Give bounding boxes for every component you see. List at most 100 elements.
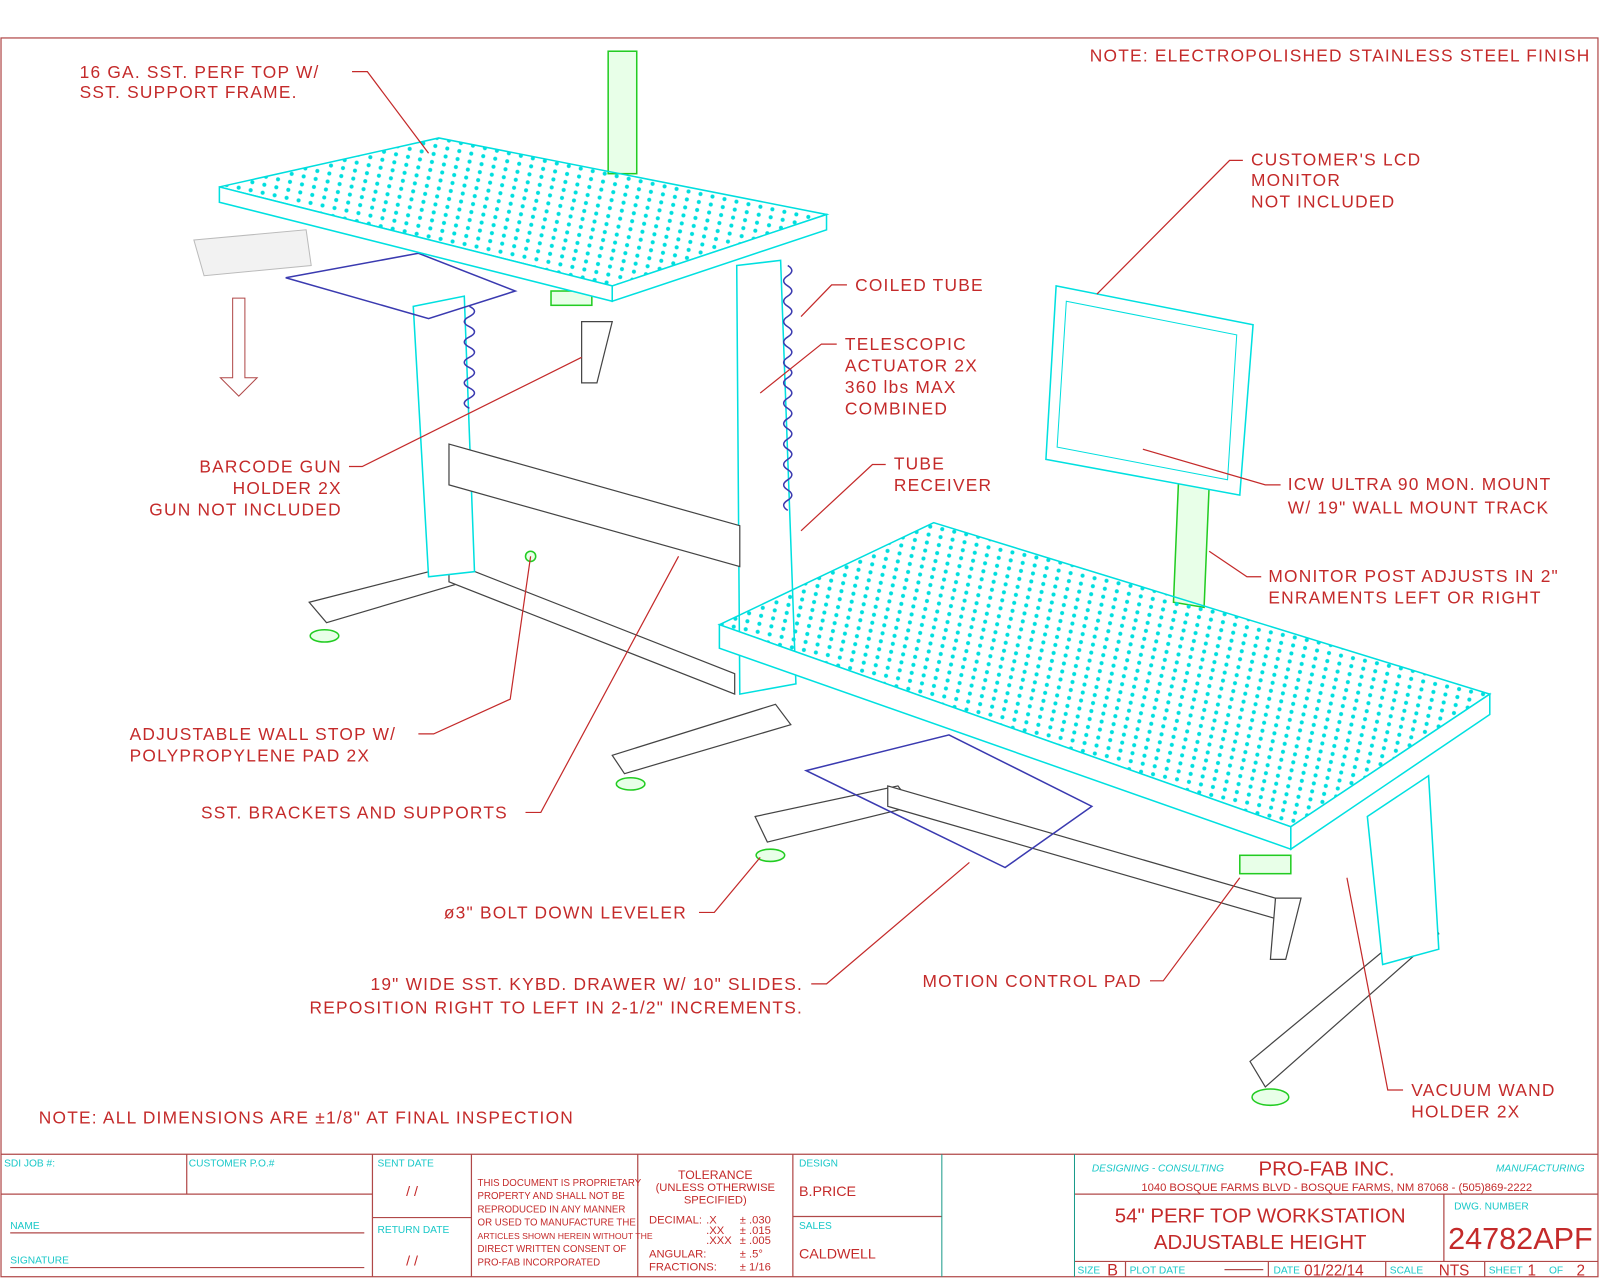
title-block: SDI JOB #: CUSTOMER P.O.# NAME SIGNATURE…: [1, 1153, 1598, 1280]
drawing-title: 54" PERF TOP WORKSTATION: [1115, 1206, 1406, 1228]
svg-text:OR USED TO MANUFACTURE THE: OR USED TO MANUFACTURE THE: [478, 1218, 637, 1229]
base-rail: [448, 560, 736, 695]
svg-text:PROPERTY AND SHALL NOT BE: PROPERTY AND SHALL NOT BE: [478, 1191, 626, 1202]
svg-text:ANGULAR:: ANGULAR:: [649, 1248, 706, 1260]
lcd-monitor: [1045, 284, 1254, 497]
svg-text:DIRECT WRITTEN CONSENT OF: DIRECT WRITTEN CONSENT OF: [478, 1244, 627, 1255]
note-dimensions: NOTE: ALL DIMENSIONS ARE ±1/8" AT FINAL …: [39, 1108, 574, 1128]
sheet-number: 1: [1528, 1263, 1537, 1280]
callout-labels: NOTE: ELECTROPOLISHED STAINLESS STEEL FI…: [39, 45, 1591, 1128]
leveler: [309, 629, 340, 643]
callout-drawer: REPOSITION RIGHT TO LEFT IN 2-1/2" INCRE…: [310, 997, 804, 1017]
design-label: DESIGN: [799, 1159, 838, 1170]
company-tagline-right: MANUFACTURING: [1496, 1164, 1585, 1175]
keyboard-drawer: [285, 252, 518, 320]
drawing-title: ADJUSTABLE HEIGHT: [1154, 1232, 1367, 1254]
sdi-job-label: SDI JOB #:: [4, 1159, 55, 1170]
coiled-tube: [463, 305, 476, 410]
leveler: [755, 848, 786, 863]
drawer-ghost: [193, 229, 312, 277]
callout-lcd: MONITOR: [1251, 170, 1341, 190]
top-edge-side: [1290, 692, 1491, 851]
svg-text:THIS DOCUMENT IS PROPRIETARY: THIS DOCUMENT IS PROPRIETARY: [478, 1178, 642, 1189]
date-label: DATE: [1273, 1266, 1300, 1277]
workstation-right: [717, 284, 1492, 1107]
svg-text:(UNLESS OTHERWISE: (UNLESS OTHERWISE: [656, 1182, 775, 1194]
leg-right: [1366, 774, 1440, 966]
monitor-post-rear: [607, 50, 638, 175]
callout-motion-pad: MOTION CONTROL PAD: [922, 971, 1141, 991]
svg-text:.X: .X: [706, 1215, 717, 1227]
callout-wall-stop: POLYPROPYLENE PAD 2X: [130, 745, 371, 765]
crossbar: [448, 443, 741, 568]
svg-text:.XXX: .XXX: [706, 1235, 732, 1247]
callout-lcd: CUSTOMER'S LCD: [1251, 150, 1421, 170]
svg-text:TOLERANCE: TOLERANCE: [678, 1168, 753, 1182]
dwg-number: 24782APF: [1448, 1222, 1593, 1256]
monitor-post: [1172, 478, 1210, 609]
svg-text:± .015: ± .015: [740, 1225, 771, 1237]
callout-perf-top: 16 GA. SST. PERF TOP W/: [80, 62, 320, 82]
svg-text:± .030: ± .030: [740, 1215, 771, 1227]
name-label: NAME: [10, 1221, 40, 1232]
svg-text:FRACTIONS:: FRACTIONS:: [649, 1262, 717, 1274]
tolerance-block: TOLERANCE (UNLESS OTHERWISE SPECIFIED) D…: [649, 1168, 775, 1274]
callout-actuator: ACTUATOR 2X: [845, 356, 978, 376]
height-adjust-arrow: [219, 297, 259, 397]
keyboard-drawer: [803, 734, 1094, 869]
callout-mon-mount: W/ 19" WALL MOUNT TRACK: [1288, 497, 1550, 517]
company-address: 1040 BOSQUE FARMS BLVD - BOSQUE FARMS, N…: [1141, 1182, 1532, 1194]
callout-barcode: HOLDER 2X: [233, 478, 342, 498]
callout-leveler: ø3" BOLT DOWN LEVELER: [444, 903, 687, 923]
lcd-screen: [1056, 300, 1238, 481]
callout-tube-receiver: RECEIVER: [894, 475, 992, 495]
svg-text:DECIMAL:: DECIMAL:: [649, 1215, 702, 1227]
callout-vacuum: VACUUM WAND: [1411, 1080, 1555, 1100]
sent-date: / /: [406, 1184, 418, 1200]
leader-lines: [348, 71, 1404, 1091]
sales-label: SALES: [799, 1221, 832, 1232]
date-value: 01/22/14: [1304, 1263, 1364, 1280]
callout-coiled-tube: COILED TUBE: [855, 275, 984, 295]
leveler: [1251, 1088, 1290, 1107]
leveler: [615, 776, 646, 791]
signature-label: SIGNATURE: [10, 1255, 69, 1266]
note-finish: NOTE: ELECTROPOLISHED STAINLESS STEEL FI…: [1090, 45, 1591, 65]
motion-control-pad: [1239, 854, 1292, 875]
sheet-label: SHEET: [1489, 1266, 1523, 1277]
top-edge-side: [611, 213, 828, 303]
callout-actuator: 360 lbs MAX: [845, 377, 957, 397]
drawing-border: [0, 37, 1599, 1278]
company-tagline-left: DESIGNING - CONSULTING: [1092, 1164, 1224, 1175]
coiled-tube: [782, 264, 793, 512]
sent-date-label: SENT DATE: [378, 1159, 434, 1170]
of-label: OF: [1549, 1266, 1563, 1277]
size-label: SIZE: [1078, 1266, 1101, 1277]
foot-right: [611, 703, 792, 775]
callout-vacuum: HOLDER 2X: [1411, 1102, 1520, 1122]
callout-mon-mount: ICW ULTRA 90 MON. MOUNT: [1288, 474, 1552, 494]
svg-text:SPECIFIED): SPECIFIED): [684, 1194, 747, 1206]
company-name: PRO-FAB INC.: [1259, 1159, 1395, 1181]
design-name: B.PRICE: [799, 1184, 856, 1200]
barcode-holder: [581, 321, 614, 384]
scale-label: SCALE: [1390, 1266, 1424, 1277]
callout-actuator: TELESCOPIC: [845, 334, 967, 354]
plot-date-label: PLOT DATE: [1130, 1266, 1186, 1277]
return-date-label: RETURN DATE: [378, 1225, 450, 1236]
callout-lcd: NOT INCLUDED: [1251, 191, 1395, 211]
callout-drawer: 19" WIDE SST. KYBD. DRAWER W/ 10" SLIDES…: [370, 974, 803, 994]
size-value: B: [1107, 1262, 1118, 1280]
callout-monitor-post: MONITOR POST ADJUSTS IN 2": [1268, 566, 1559, 586]
callout-tube-receiver: TUBE: [894, 454, 945, 474]
callout-perf-top: SST. SUPPORT FRAME.: [80, 82, 298, 102]
svg-text:PRO-FAB INCORPORATED: PRO-FAB INCORPORATED: [478, 1258, 601, 1269]
workstation-left: [193, 50, 830, 791]
callout-brackets: SST. BRACKETS AND SUPPORTS: [201, 803, 508, 823]
scale-value: NTS: [1439, 1263, 1470, 1280]
svg-text:REPRODUCED IN ANY MANNER: REPRODUCED IN ANY MANNER: [478, 1204, 626, 1215]
callout-barcode: GUN NOT INCLUDED: [149, 500, 342, 520]
svg-text:± .5°: ± .5°: [740, 1248, 763, 1260]
callout-monitor-post: ENRAMENTS LEFT OR RIGHT: [1268, 587, 1541, 607]
